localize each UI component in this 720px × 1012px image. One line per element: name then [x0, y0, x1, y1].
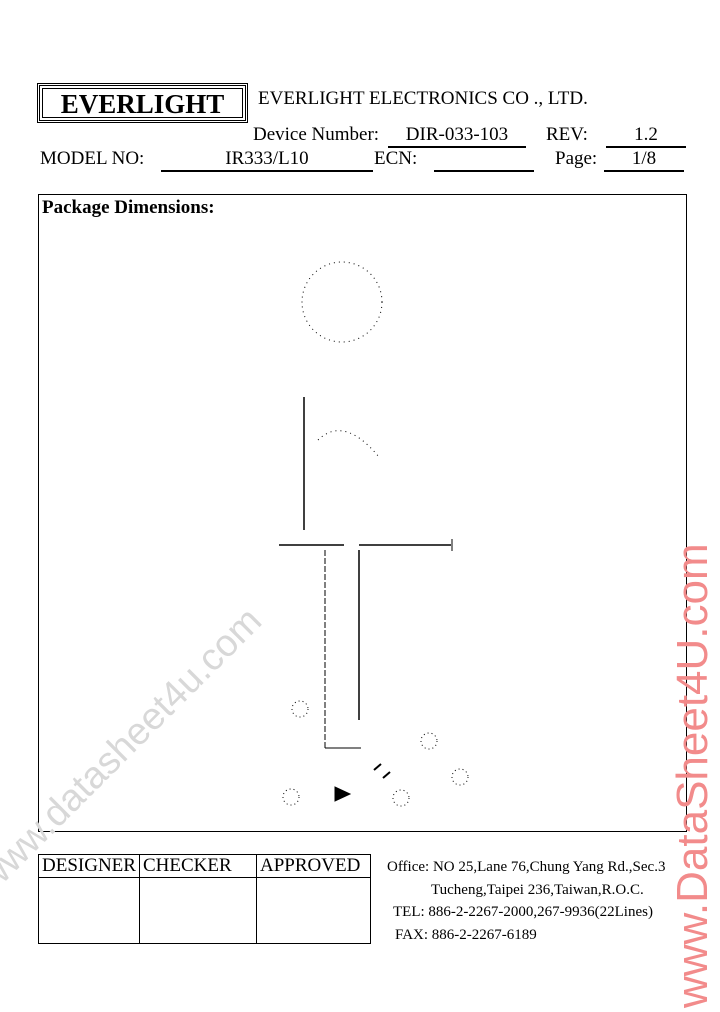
model-value: IR333/L10 — [161, 148, 373, 172]
designer-header: DESIGNER — [38, 854, 140, 878]
vertical-watermark: www.DataSheet4U.com — [668, 543, 717, 1008]
package-title: Package Dimensions: — [42, 197, 215, 218]
approved-header: APPROVED — [256, 854, 371, 878]
checker-cell — [139, 877, 257, 944]
rev-label: REV: — [546, 124, 588, 145]
office-fax: FAX: 886-2-2267-6189 — [395, 927, 537, 943]
office-address-line2: Tucheng,Taipei 236,Taiwan,R.O.C. — [431, 882, 644, 898]
lead-marker — [291, 700, 309, 718]
device-number-value: DIR-033-103 — [388, 124, 526, 148]
ecn-value — [434, 148, 534, 172]
designer-cell — [38, 877, 140, 944]
checker-header: CHECKER — [139, 854, 257, 878]
cathode-marker — [392, 789, 410, 807]
everlight-logo: EVERLIGHT — [37, 83, 248, 123]
led-dome-outline — [317, 430, 380, 458]
model-label: MODEL NO: — [40, 148, 145, 169]
signoff-table: DESIGNER CHECKER APPROVED — [38, 854, 371, 944]
page-label: Page: — [555, 148, 598, 169]
rev-value: 1.2 — [606, 124, 686, 148]
anode-marker — [282, 788, 300, 806]
office-address-line1: Office: NO 25,Lane 76,Chung Yang Rd.,Sec… — [387, 859, 666, 875]
office-tel: TEL: 886-2-2267-2000,267-9936(22Lines) — [393, 904, 653, 920]
emission-arrow — [382, 771, 391, 779]
note-marker — [420, 732, 438, 750]
package-drawing — [279, 261, 469, 807]
company-name: EVERLIGHT ELECTRONICS CO ., LTD. — [258, 88, 588, 109]
ecn-label: ECN: — [374, 148, 418, 169]
emission-arrow — [373, 763, 382, 771]
note-marker — [451, 768, 469, 786]
led-top-view-outline — [301, 261, 383, 343]
approved-cell — [256, 877, 371, 944]
page-value: 1/8 — [604, 148, 684, 172]
package-dimensions-box: Package Dimensions: — [38, 194, 687, 832]
device-number-label: Device Number: — [253, 124, 380, 145]
diode-symbol — [334, 786, 352, 802]
